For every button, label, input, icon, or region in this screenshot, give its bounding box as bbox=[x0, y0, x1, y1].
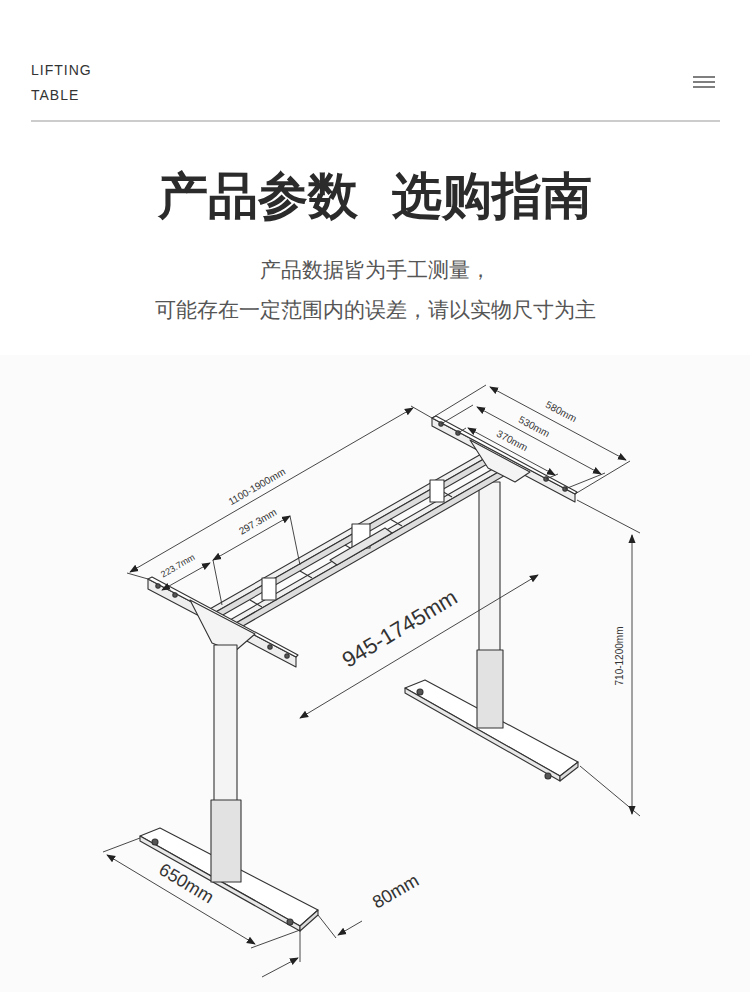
note-text: 产品数据皆为手工测量， bbox=[260, 257, 491, 282]
dimension-lines bbox=[103, 385, 640, 977]
header-rule bbox=[31, 121, 720, 122]
left-leg bbox=[211, 645, 241, 882]
right-bracket bbox=[432, 416, 577, 502]
page-title: 产品参数 选购指南 bbox=[0, 166, 750, 226]
brand-header: LIFTING TABLE bbox=[31, 58, 111, 107]
note-text: 可能存在一定范围内的误差，请以实物尺寸为主 bbox=[155, 297, 596, 322]
dimension-label: 710-1200mm bbox=[614, 625, 626, 688]
drawing-ground bbox=[0, 355, 750, 992]
right-leg bbox=[477, 482, 503, 728]
menu-icon bbox=[693, 77, 715, 87]
telescopic-beam bbox=[208, 449, 516, 630]
